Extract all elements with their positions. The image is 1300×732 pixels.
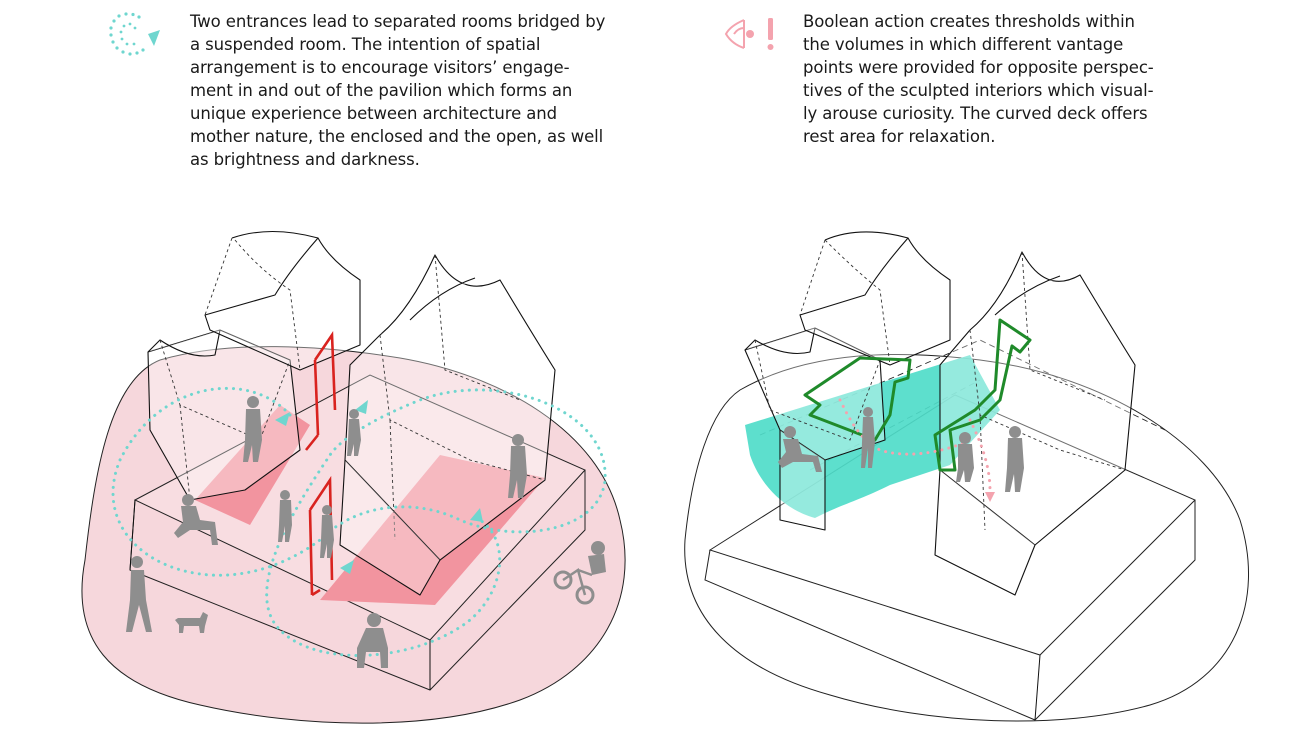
person-interior: [243, 396, 262, 462]
arrow-marker: [275, 412, 290, 426]
person-standing: [956, 432, 974, 482]
person-standing: [278, 490, 292, 542]
dog: [175, 612, 208, 633]
person-sitting: [174, 494, 218, 545]
arrow-marker: [470, 508, 483, 522]
volume-west: [744, 327, 886, 531]
threshold-outline-east: [933, 318, 1032, 472]
volume-suspended: [204, 230, 361, 371]
person-walking: [126, 556, 152, 632]
arrow-marker: [340, 560, 354, 574]
threshold-outline-west: [803, 356, 912, 442]
person-interior: [320, 505, 334, 558]
vantage-diagram: [684, 231, 1250, 722]
person-standing: [508, 434, 527, 498]
threshold-upper: [304, 331, 337, 451]
circulation-path: [111, 386, 607, 657]
sightline: [838, 398, 972, 456]
person-sitting: [357, 613, 388, 668]
circulation-diagram: [81, 230, 626, 724]
sightline: [968, 418, 992, 492]
circulation-caption: Two entrances lead to separated rooms br…: [190, 12, 606, 169]
volume-east: [934, 251, 1136, 596]
person-standing: [861, 407, 875, 468]
person-standing: [1005, 426, 1024, 492]
person-sitting: [778, 426, 822, 472]
volume-west: [147, 329, 301, 501]
eye-exclamation-icon: [724, 18, 774, 50]
person-interior: [347, 409, 361, 456]
vantage-caption: Boolean action creates thresholds within…: [803, 12, 1154, 146]
arrow-marker: [355, 400, 368, 414]
dotted-circle-arrow-icon: [109, 12, 160, 56]
volume-east: [339, 254, 556, 596]
volume-suspended: [799, 231, 951, 366]
floor-room-west: [195, 405, 310, 525]
cyclist: [553, 541, 606, 605]
